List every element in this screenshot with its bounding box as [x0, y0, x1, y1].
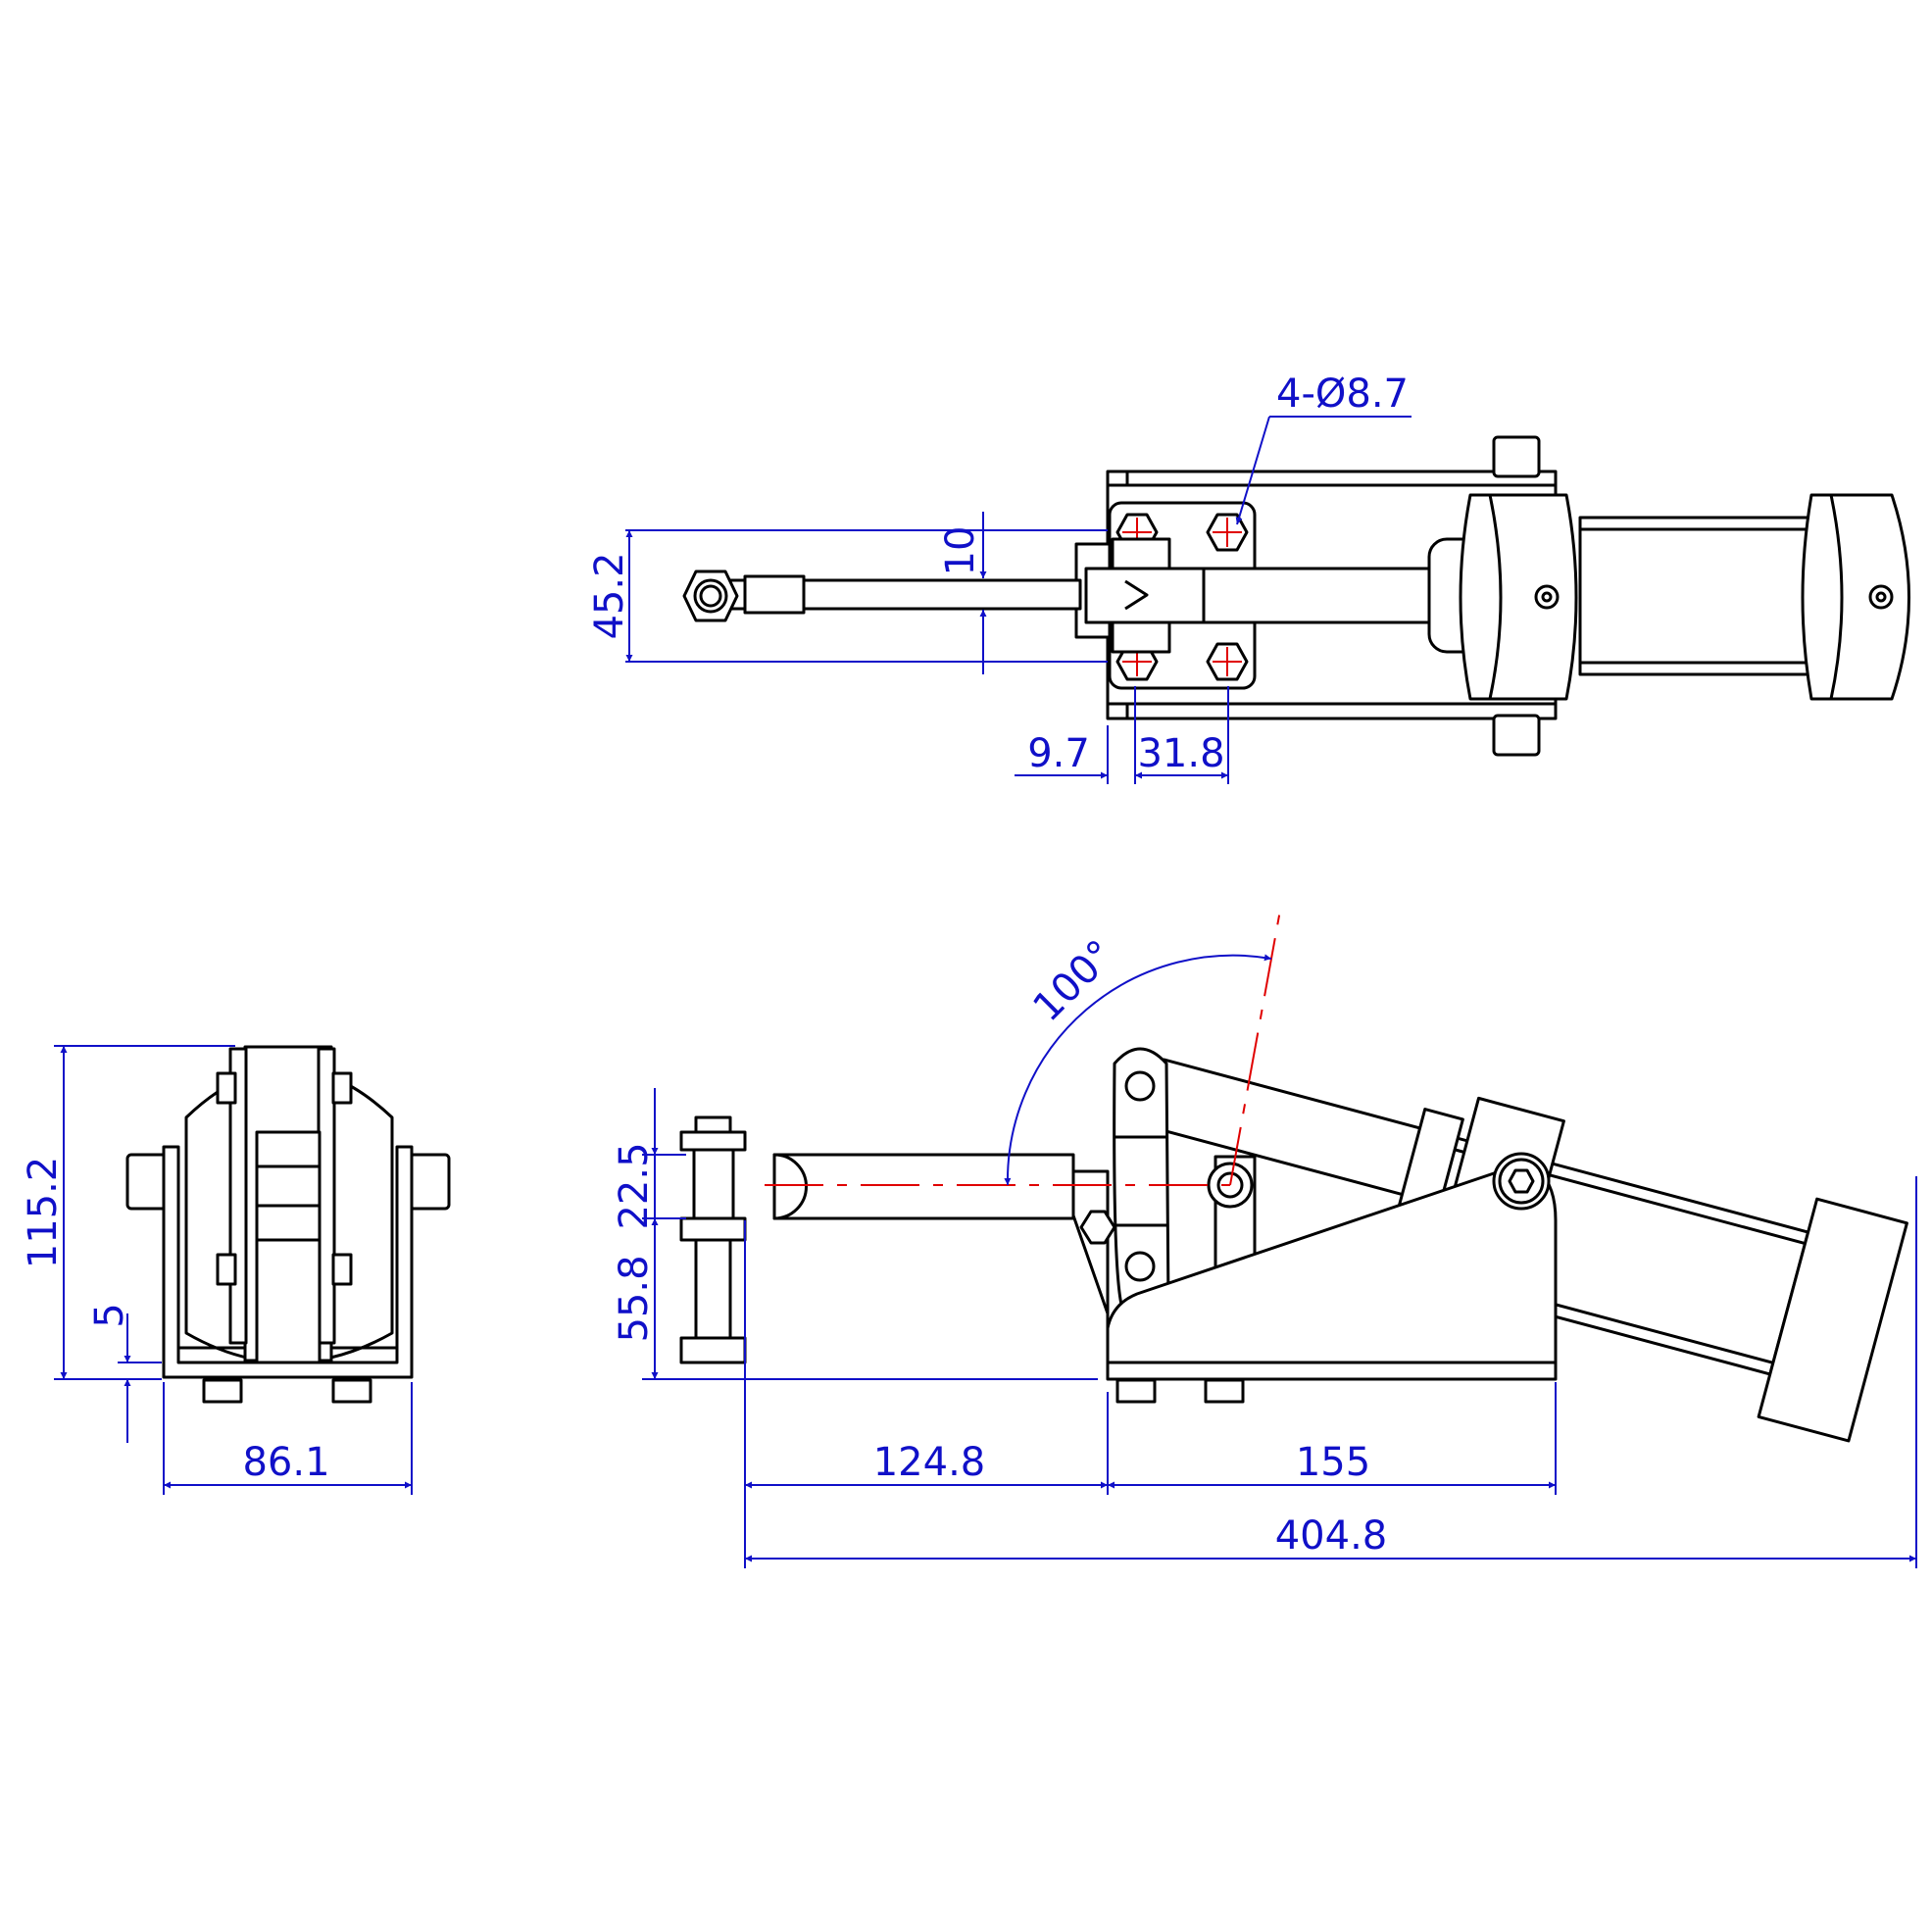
base-nuts	[1115, 1378, 1245, 1404]
plunger	[1202, 567, 1449, 624]
dim-5: 5	[87, 1303, 132, 1327]
pivot-pin-left	[125, 1153, 169, 1211]
spindle-top-nut	[679, 1130, 747, 1152]
dim-31-8: 31.8	[1137, 731, 1224, 776]
front-nut-left	[202, 1378, 243, 1404]
cylinder-tube	[1578, 516, 1843, 676]
dim-124-8: 124.8	[873, 1440, 986, 1485]
dim-22-5: 22.5	[612, 1142, 657, 1229]
side-base-plate	[1106, 1361, 1558, 1381]
hole-note: 4-Ø8.7	[1276, 372, 1409, 417]
cylinder-tie-area	[1145, 1058, 1451, 1204]
top-view: 45.2 10 9.7 31.8 4-Ø8.7	[587, 372, 1910, 784]
top-view-dimensions: 45.2 10 9.7 31.8 4-Ø8.7	[587, 372, 1412, 784]
spindle-bar	[772, 1153, 1075, 1220]
front-view-dimensions: 115.2 5 86.1	[21, 1045, 413, 1495]
dim-55-8: 55.8	[612, 1255, 657, 1342]
dim-115-2: 115.2	[21, 1157, 66, 1269]
front-bracket	[162, 1145, 414, 1379]
dim-404-8: 404.8	[1275, 1513, 1388, 1559]
spindle-bottom-nut	[679, 1336, 747, 1364]
side-view: 100° 22.5 55.8 124.8 155 404.8	[612, 904, 1917, 1568]
center-nut-stack	[255, 1130, 322, 1242]
dim-9-7: 9.7	[1027, 731, 1090, 776]
front-view: 115.2 5 86.1	[21, 1045, 451, 1495]
clamp-body	[1106, 1163, 1558, 1364]
pivot-pin-top	[1492, 435, 1541, 478]
dim-100-deg: 100°	[1024, 931, 1123, 1030]
dim-45-2: 45.2	[587, 552, 632, 639]
dim-10: 10	[938, 526, 983, 576]
pivot-pin-right	[408, 1153, 451, 1211]
cylinder-front-cap	[1459, 493, 1578, 701]
dim-86-1: 86.1	[242, 1440, 329, 1485]
front-nut-right	[331, 1378, 372, 1404]
cylinder-end-cap	[1801, 493, 1910, 701]
pivot-pin-bottom	[1492, 714, 1541, 757]
dim-155: 155	[1296, 1440, 1370, 1485]
cylinder-end-cap-side	[1757, 1197, 1908, 1443]
